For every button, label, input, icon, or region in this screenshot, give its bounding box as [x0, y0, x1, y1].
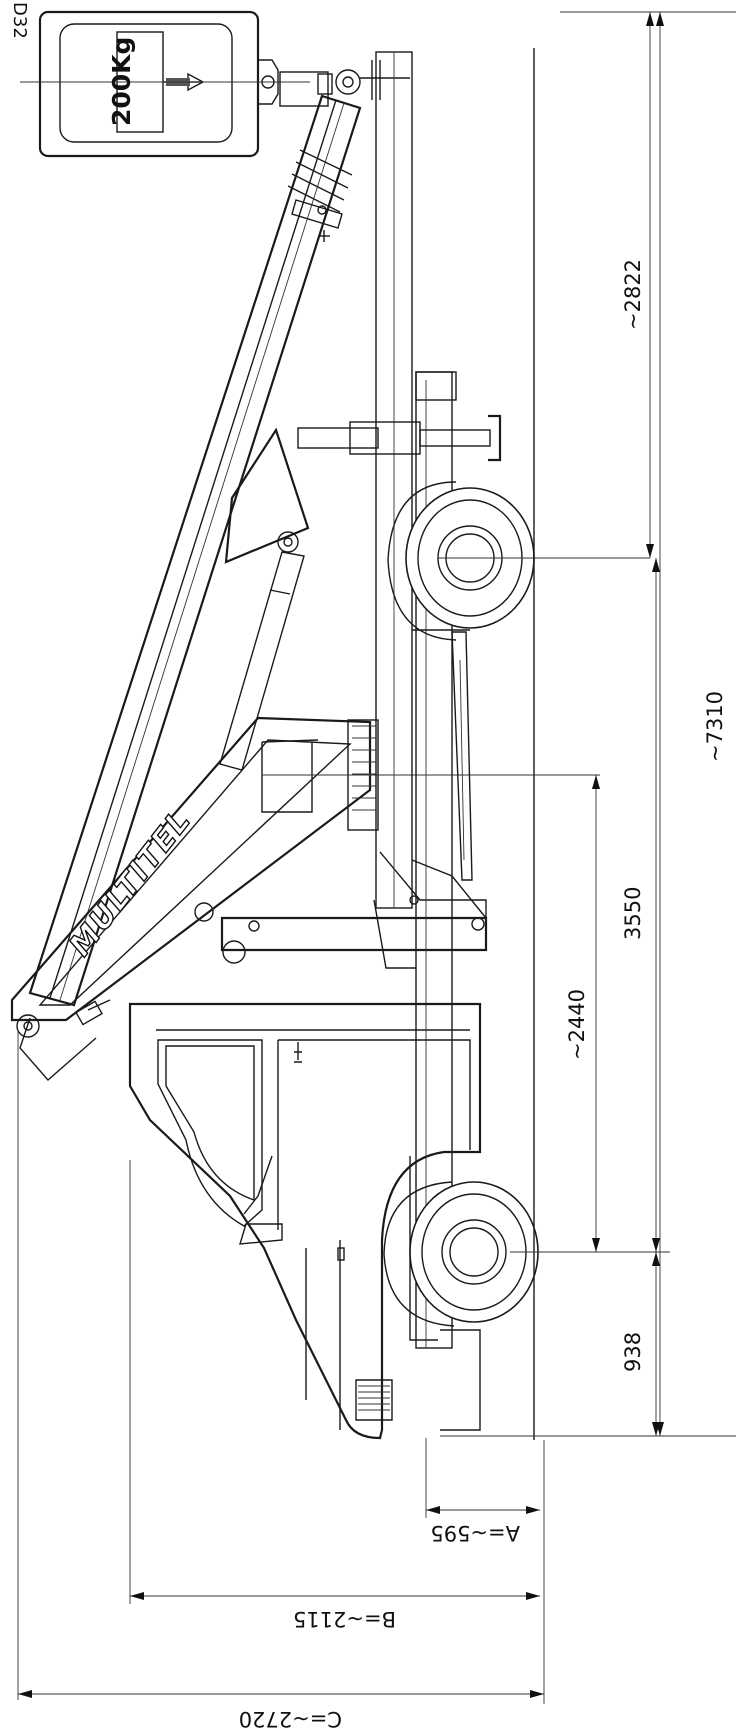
- front-wheel: [383, 1181, 539, 1327]
- rear-wheel: [387, 481, 650, 641]
- upper-boom: [28, 94, 362, 1007]
- chassis: [373, 51, 487, 1349]
- dim-wheelbase: 3550: [621, 887, 645, 940]
- dim-front-overhang: 938: [621, 1332, 645, 1372]
- platform-pivot: [279, 60, 410, 107]
- load-capacity-label: 200Kg: [107, 37, 136, 126]
- rear-outrigger: [297, 371, 502, 462]
- dim-b: B=~2115: [293, 1607, 396, 1631]
- dim-turret-offset: ~2440: [565, 989, 589, 1060]
- luffing-cylinder: [219, 427, 310, 771]
- dim-rear-overhang: ~2822: [621, 259, 645, 330]
- dim-c: C=~2720: [239, 1707, 342, 1730]
- platform-basket: [20, 10, 310, 158]
- dim-overall-length: ~7310: [703, 691, 727, 762]
- drawing-code: D32: [9, 2, 30, 39]
- turret: [220, 719, 600, 952]
- cab: [128, 1002, 482, 1440]
- dimension-lines: [17, 11, 736, 1704]
- dim-a: A=~595: [430, 1521, 520, 1545]
- lower-boom: [10, 716, 372, 1081]
